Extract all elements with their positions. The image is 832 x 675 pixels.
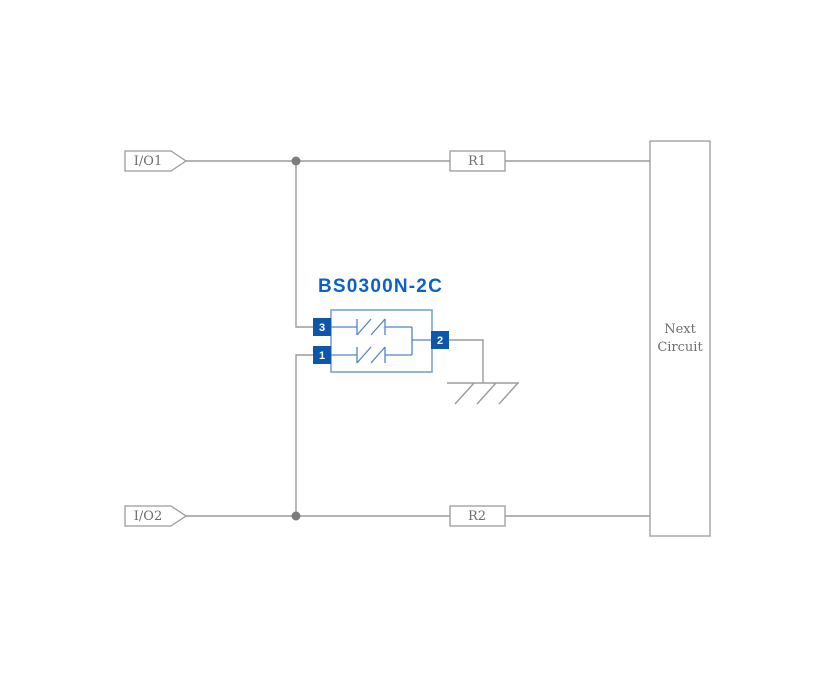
io1-label: I/O1 [134, 154, 162, 169]
pin-3 [313, 318, 331, 336]
io2-label: I/O2 [134, 509, 162, 524]
pin-3-label: 3 [319, 322, 325, 334]
tvs-component-body [330, 309, 433, 373]
pin-1-label: 1 [319, 350, 325, 362]
r1-label: R1 [468, 154, 486, 169]
component-title: BS0300N-2C [318, 276, 443, 297]
vertical-wire-bottom [295, 354, 313, 516]
pin-2 [431, 331, 449, 349]
ground-symbol [447, 339, 519, 405]
r1-resistor [449, 150, 506, 172]
tvs-diode-bottom [331, 346, 412, 364]
next-circuit-label-line1: Next [664, 322, 696, 337]
io2-connector [124, 505, 188, 527]
junction-dot-bottom [291, 511, 301, 521]
vertical-wire-top [295, 161, 313, 328]
tvs-diode-top [331, 318, 412, 336]
junction-dot-top [291, 156, 301, 166]
tvs-internal-bus [411, 327, 431, 355]
pin-2-label: 2 [437, 335, 443, 347]
pin-1 [313, 346, 331, 364]
io1-connector [124, 150, 188, 172]
r2-resistor [449, 505, 506, 527]
next-circuit-box [649, 140, 711, 537]
r2-label: R2 [468, 509, 486, 524]
next-circuit-label-line2: Circuit [657, 340, 703, 355]
